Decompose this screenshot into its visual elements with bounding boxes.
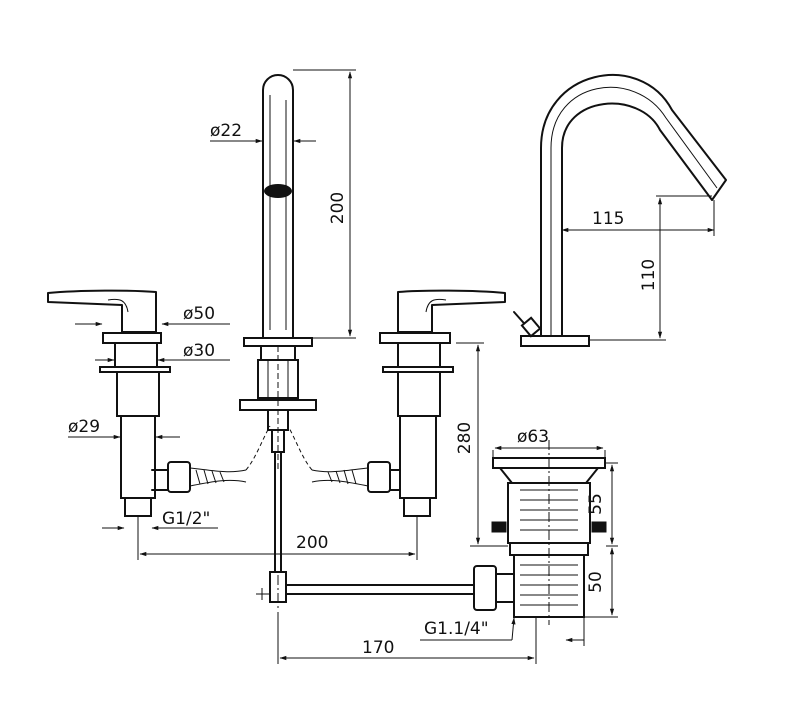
handle-flange-diameter-label: ø30 (183, 341, 215, 361)
drain-lower-height-label: 50 (586, 571, 606, 593)
drain-upper-height-label: 55 (586, 493, 606, 515)
left-handle-valve (47, 289, 271, 517)
aerator-icon (264, 184, 292, 198)
spout-side-view (513, 74, 727, 347)
spout-height-label: 200 (328, 192, 348, 224)
popup-rod (256, 571, 475, 610)
body-diameter-label: ø29 (68, 417, 100, 437)
rod-length-label: 170 (362, 638, 394, 658)
dimensions (68, 69, 715, 664)
drain-thread-label: G1.1/4" (424, 619, 489, 639)
spout-diameter-label: ø22 (210, 121, 242, 141)
drain-diameter-label: ø63 (517, 427, 549, 447)
inlet-thread-label: G1/2" (162, 509, 210, 529)
spout-reach-label: 115 (592, 209, 624, 229)
spout-front-view (239, 74, 317, 573)
right-handle-valve (287, 289, 506, 517)
drain-assembly (473, 440, 607, 625)
handle-spacing-label: 200 (296, 533, 328, 553)
spout-to-drain-label: 280 (455, 422, 475, 454)
handle-base-diameter-label: ø50 (183, 304, 215, 324)
spout-outlet-height-label: 110 (639, 259, 659, 291)
